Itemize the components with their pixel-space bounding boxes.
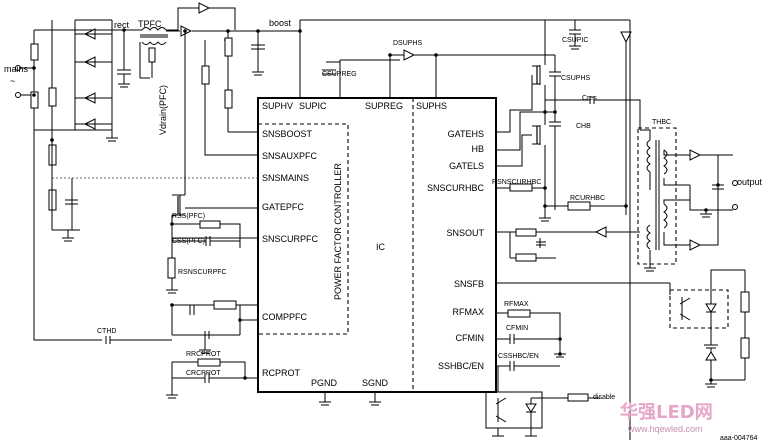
csupic-capacitor	[569, 20, 581, 50]
junction-dots	[32, 28, 720, 382]
snsout-resistor-2	[515, 253, 537, 262]
disable-led	[525, 403, 537, 413]
csshbc-label: CSSHBC/EN	[498, 353, 539, 360]
pin-gatepfc: GATEPFC	[262, 202, 304, 212]
cthd-label: CTHD	[97, 328, 116, 335]
watermark-url: www.hqewled.com	[627, 424, 703, 434]
pin-hb: HB	[471, 144, 484, 154]
pin-sgnd: SGND	[362, 378, 389, 388]
rcprot-resistor	[197, 358, 221, 367]
pin-comppfc: COMPPFC	[262, 312, 308, 322]
cfmin-label: CFMIN	[506, 325, 528, 332]
snsout-resistor-1	[515, 228, 537, 237]
thbc-box	[637, 127, 677, 265]
pin-snscurhbc: SNSCURHBC	[427, 183, 485, 193]
input-resistor-2	[30, 91, 39, 109]
csupreg-capacitor	[322, 61, 340, 75]
cfmin-capacitor	[496, 334, 560, 344]
pin-snsboost: SNSBOOST	[262, 129, 313, 139]
secondary-winding-1	[663, 149, 668, 175]
csuphs-label: CSUPHS	[561, 75, 591, 82]
comp-resistor	[213, 300, 237, 310]
pin-supic: SUPIC	[299, 101, 327, 111]
boost-sense-resistor-1	[224, 37, 233, 57]
rect-label: rect	[114, 20, 130, 30]
pin-snsout: SNSOUT	[446, 228, 484, 238]
output-diode-2	[689, 239, 702, 251]
pin-snsauxpfc: SNSAUXPFC	[262, 151, 318, 161]
pin-suphv: SUPHV	[262, 101, 293, 111]
bypass-diode	[198, 2, 211, 14]
secondary-winding-2	[663, 203, 668, 229]
csupreg-label: CSUPREG	[322, 71, 357, 78]
shunt-regulator	[705, 351, 717, 361]
pin-sshbc-en: SSHBC/EN	[438, 361, 484, 371]
fb-resistor-2	[740, 337, 750, 359]
rsnscurpfc-resistor	[167, 257, 176, 279]
rsnscurpfc-label: RSNSCURPFC	[178, 269, 227, 276]
pin-snsfb: SNSFB	[454, 279, 484, 289]
output-terminal-negative	[732, 204, 738, 210]
low-side-mosfet	[532, 112, 546, 145]
disable-optocoupler	[485, 391, 543, 429]
vdrain-label: Vdrain(PFC)	[158, 85, 168, 135]
auxpfc-resistor	[201, 65, 210, 85]
pin-rfmax: RFMAX	[453, 307, 485, 317]
rfmax-label: RFMAX	[504, 301, 529, 308]
rss-pfc-resistor	[199, 220, 221, 229]
dsuphs-label: DSUPHS	[393, 40, 423, 47]
pin-cfmin: CFMIN	[456, 333, 485, 343]
cthd-capacitor	[33, 130, 172, 344]
opto-led	[705, 303, 717, 313]
mains-label: mains	[4, 64, 29, 74]
mains-symbol: ~	[10, 76, 15, 86]
disable-label: disable	[593, 394, 615, 401]
cres-capacitor	[544, 96, 641, 130]
mains-sense-resistor-1	[48, 87, 57, 107]
supic-diode	[620, 31, 632, 44]
aux-winding	[646, 224, 651, 250]
pin-rcprot: RCPROT	[262, 368, 301, 378]
pin-gatels: GATELS	[449, 161, 484, 171]
pin-gatehs: GATEHS	[448, 129, 484, 139]
fb-optocoupler	[669, 289, 729, 329]
tpfc-label: TPFC	[138, 19, 162, 29]
rcurhbc-label: RCURHBC	[570, 195, 605, 202]
ic-center-label: IC	[376, 242, 386, 252]
chb-label: CHB	[576, 123, 591, 130]
pfc-inductor	[141, 27, 167, 31]
pin-supreg: SUPREG	[365, 101, 403, 111]
snsout-diode	[594, 226, 607, 238]
boost-sense-resistor-2	[224, 89, 233, 109]
rcprot-label: RRCPROT	[186, 351, 221, 358]
controller-label: POWER FACTOR CONTROLLER	[333, 163, 343, 300]
watermark-brand: 华强LED网	[620, 401, 713, 423]
high-side-mosfet	[532, 20, 546, 85]
pin-suphs: SUPHS	[416, 101, 447, 111]
aux-resistor	[148, 47, 156, 63]
output-label: output	[737, 177, 763, 187]
rcurhbc-resistor	[567, 201, 591, 211]
rfmax-resistor	[507, 309, 531, 318]
rsnscurhbc-resistor	[509, 183, 533, 192]
power-factor-controller-box	[257, 123, 349, 335]
ccprot-label: CRCPROT	[186, 370, 221, 377]
rsnscurhbc-label: RSNSCURHBC	[492, 179, 541, 186]
pin-snsmains: SNSMAINS	[262, 173, 309, 183]
dsuphs-diode	[403, 49, 416, 61]
output-terminal-positive	[732, 180, 738, 186]
primary-winding	[646, 139, 651, 173]
boost-label: boost	[269, 18, 292, 28]
rss-pfc-label: RSS(PFC)	[172, 213, 205, 220]
doc-id-label: aaa-004764	[720, 435, 757, 442]
disable-resistor	[567, 393, 589, 402]
pin-snscurpfc: SNSCURPFC	[262, 234, 319, 244]
input-resistor-1	[30, 43, 39, 61]
output-diode-1	[689, 149, 702, 161]
csshbc-capacitor	[496, 353, 566, 371]
pin-pgnd: PGND	[311, 378, 338, 388]
thbc-label: THBC	[652, 119, 671, 126]
fb-resistor-1	[740, 291, 750, 313]
